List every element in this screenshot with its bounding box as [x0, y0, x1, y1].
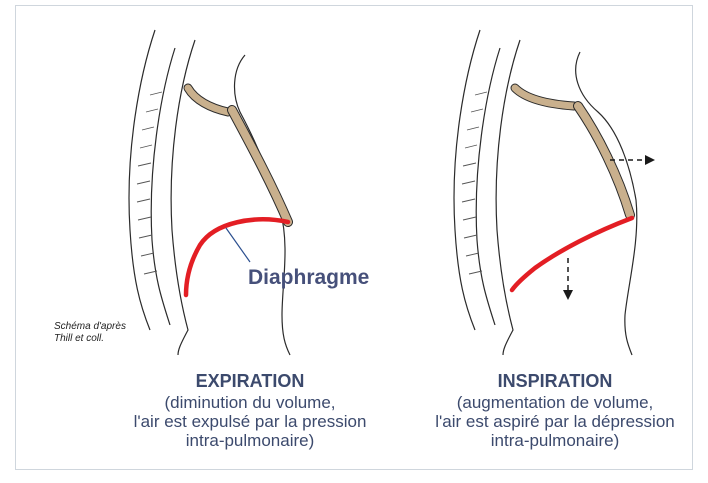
arrow-down-head	[563, 290, 573, 300]
expiration-title: EXPIRATION	[115, 372, 385, 391]
inspiration-line-3: intra-pulmonaire)	[410, 431, 700, 450]
arrow-forward-head	[645, 155, 655, 165]
inspiration-title: INSPIRATION	[410, 372, 700, 391]
diaphragm-leader-line	[226, 228, 250, 262]
inspiration-illustration	[454, 30, 655, 355]
expiration-line-1: (diminution du volume,	[115, 393, 385, 412]
spine-back-outline	[129, 30, 155, 330]
diaphragm-label: Diaphragme	[248, 266, 369, 290]
expiration-illustration	[129, 30, 290, 355]
expiration-line-3: intra-pulmonaire)	[115, 431, 385, 450]
source-credit: Schéma d'après Thill et coll.	[54, 321, 126, 345]
inspiration-line-2: l'air est aspiré par la dépression	[410, 412, 700, 431]
credit-line-2: Thill et coll.	[54, 333, 126, 345]
diaphragm-inspiration	[512, 218, 632, 290]
inspiration-line-1: (augmentation de volume,	[410, 393, 700, 412]
expiration-line-2: l'air est expulsé par la pression	[115, 412, 385, 431]
credit-line-1: Schéma d'après	[54, 321, 126, 333]
inspiration-caption: INSPIRATION (augmentation de volume, l'a…	[410, 372, 700, 450]
spine-back-outline-2	[454, 30, 480, 330]
expiration-caption: EXPIRATION (diminution du volume, l'air …	[115, 372, 385, 450]
